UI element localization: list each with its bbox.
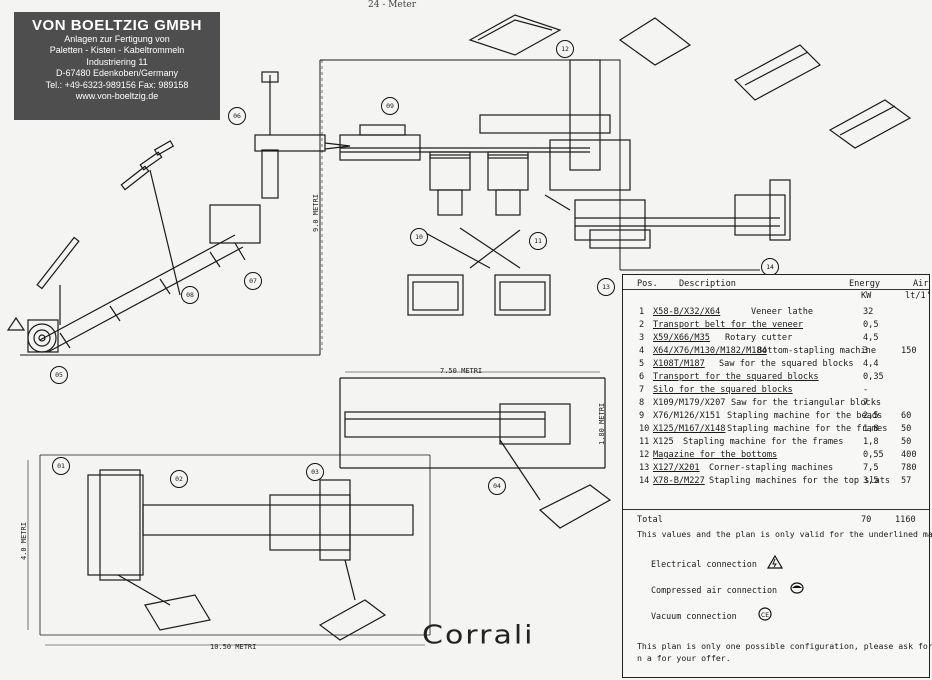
table-row: 8 X109/M179/X207 Saw for the triangular … (639, 398, 882, 408)
diagonal-conveyor (39, 234, 244, 353)
position-label: 06 (228, 107, 246, 125)
total-kw: 70 (861, 515, 872, 525)
position-label: 12 (556, 40, 574, 58)
position-label: 02 (170, 470, 188, 488)
machine-spec-table: Pos. Description Energy Air KW lt/1' 1 X… (622, 274, 932, 678)
dimension-vertical-middle: 1.80 METRI (598, 402, 606, 445)
dimension-vertical-left: 4.0 METRI (20, 522, 28, 560)
header-pos: Pos. (637, 279, 658, 289)
slat-rack (538, 484, 612, 529)
header-energy: Energy (849, 279, 881, 289)
table-row: 6 Transport for the squared blocks 0,35 (639, 372, 884, 382)
position-label: 13 (597, 278, 615, 296)
bottom-magazine-12 (479, 59, 631, 211)
table-row: 7 Silo for the squared blocks - (639, 385, 869, 395)
slat-rack (618, 17, 692, 66)
legend-compressed-air: Compressed air connection (651, 582, 804, 595)
stapling-machine-11 (487, 151, 529, 216)
table-row: 12 Magazine for the bottoms 0,55 400 (639, 450, 917, 460)
top-slat-stapling-14 (734, 179, 791, 241)
header-air: Air (913, 279, 929, 289)
slat-rack (318, 599, 387, 641)
company-website: www.von-boeltzig.de (75, 91, 159, 102)
dimension-horizontal-middle: 7.50 METRI (440, 367, 483, 375)
bottom-line (39, 454, 431, 636)
validity-note: This values and the plan is only valid f… (637, 529, 932, 539)
table-total-row: Total 70 1160 (623, 515, 929, 528)
company-line: Paletten - Kisten - Kabeltrommeln (49, 45, 185, 56)
position-label: 04 (488, 477, 506, 495)
position-label: 10 (410, 228, 428, 246)
company-line: D-67480 Edenkoben/Germany (55, 68, 179, 79)
air-connection-icon (790, 582, 804, 594)
header-kw: KW (861, 291, 872, 301)
lightning-triangle-icon (767, 555, 783, 569)
position-label: 03 (306, 463, 324, 481)
stapling-machine-10 (429, 151, 471, 216)
company-line: Industriering 11 (86, 56, 148, 67)
table-header: Pos. Description Energy Air KW lt/1' (623, 279, 931, 301)
position-label: 07 (244, 272, 262, 290)
block-silo (209, 204, 261, 244)
header-description: Description (679, 279, 736, 289)
feed-unit-06 (254, 71, 351, 199)
table-row: 2 Transport belt for the veneer 0,5 (639, 320, 879, 330)
total-air: 1160 (895, 515, 916, 525)
table-row: 1 X58-B/X32/X64 Veneer lathe 32 (639, 307, 874, 317)
position-label: 11 (529, 232, 547, 250)
company-line: Anlagen zur Fertigung von (64, 34, 170, 44)
position-label: 09 (381, 97, 399, 115)
slat-rack (734, 44, 821, 101)
table-row: 9 X76/M126/X151 Stapling machine for the… (639, 411, 912, 421)
slat-rack (828, 99, 912, 149)
vacuum-connection-icon: CE (758, 607, 772, 621)
middle-conveyor (339, 377, 606, 469)
table-row: 11 X125 Stapling machine for the frames … (639, 437, 912, 447)
footer-note: This plan is only one possible configura… (637, 641, 932, 651)
corner-stapling-13 (574, 199, 780, 249)
svg-text:CE: CE (761, 612, 769, 619)
legend-vacuum: Vacuum connection CE (651, 607, 772, 621)
frame-magazine (494, 274, 551, 316)
corrali-logo: Corrali (422, 620, 535, 651)
company-name: VON BOELTZIG GMBH (32, 17, 202, 34)
table-row: 14 X78-B/M227 Stapling machines for the … (639, 476, 912, 486)
table-row: 4 X64/X76/M130/M182/M184 Bottom-stapling… (639, 346, 917, 356)
footer-note: n a for your offer. (637, 653, 731, 663)
frame-magazine (407, 274, 464, 316)
table-row: 13 X127/X201 Corner-stapling machines 7,… (639, 463, 917, 473)
position-label: 08 (181, 286, 199, 304)
header-air-unit: lt/1' (905, 291, 931, 301)
veneer-lathe (27, 319, 59, 353)
company-header: VON BOELTZIG GMBH Anlagen zur Fertigung … (14, 12, 220, 120)
position-label: 05 (50, 366, 68, 384)
top-note: 24 - Meter (368, 0, 417, 10)
company-line: Tel.: +49-6323-989156 Fax: 989158 (45, 79, 189, 90)
legend-electrical: Electrical connection (651, 555, 783, 569)
veneer-sheet (144, 594, 211, 631)
position-label: 01 (52, 457, 70, 475)
slat-rack (468, 14, 562, 56)
dimension-horizontal-bottom: 10.50 METRI (210, 643, 257, 651)
table-row: 10 X125/M167/X148 Stapling machine for t… (639, 424, 912, 434)
table-row: 5 X108T/M187 Saw for the squared blocks … (639, 359, 879, 369)
total-label: Total (637, 515, 663, 525)
table-row: 3 X59/X66/M35 Rotary cutter 4,5 (639, 333, 879, 343)
dimension-vertical-main: 9.0 METRI (312, 194, 320, 232)
